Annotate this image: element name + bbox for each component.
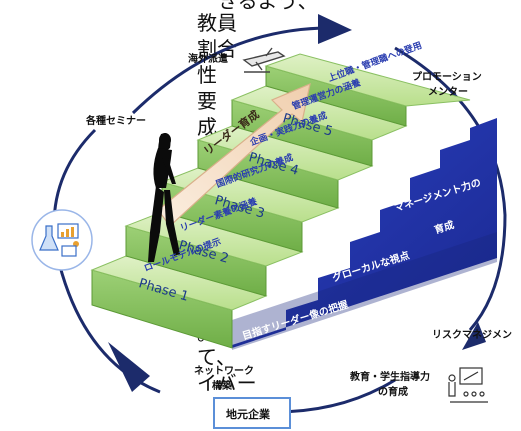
bg-text-top-5: 要 [197, 89, 217, 113]
label-risk-management: リスクマネジメン [432, 330, 512, 341]
local-company-box [213, 397, 291, 429]
step6-tread [264, 53, 471, 107]
lab-icon [31, 209, 93, 271]
arrowhead-left [108, 342, 150, 392]
staircase-green-steps [90, 53, 471, 349]
label-education-2: の育成 [378, 387, 408, 398]
label-local-company: 地元企業 [226, 408, 270, 421]
leader-growth-arrow [157, 83, 311, 227]
airplane-icon [242, 47, 286, 73]
person-silhouette [148, 133, 180, 262]
teacher-icon [448, 367, 488, 403]
label-promotion-mentor-2: メンター [428, 87, 468, 98]
label-education-1: 教育・学生指導力 [350, 372, 430, 383]
staircase-blue-base [232, 232, 497, 350]
label-overseas: 海外派遣 [188, 54, 228, 65]
bg-text-top-3: 割合 [197, 37, 237, 61]
bg-text-top-4: 性 [197, 63, 217, 87]
label-network-2: 構築 [212, 381, 232, 392]
cycle-arc-top [131, 26, 331, 115]
staircase-blue-side [232, 118, 497, 348]
label-seminars: 各種セミナー [86, 116, 146, 127]
cycle-arc-right [394, 46, 507, 331]
arrowhead-right [462, 322, 486, 350]
label-promotion-mentor-1: プロモーション [412, 72, 482, 83]
bg-text-top-1: きるよう、 [218, 0, 318, 13]
cycle-ring [52, 26, 507, 414]
bg-text-top-2: 教員 [197, 11, 237, 35]
arrowhead-top-right [318, 14, 352, 44]
label-network-1: ネットワーク [194, 366, 254, 377]
bg-text-bottom-3: イバー [197, 371, 257, 395]
bg-text-bottom-2: て、 [197, 345, 236, 369]
bg-text-top-6: 成 [197, 115, 217, 139]
